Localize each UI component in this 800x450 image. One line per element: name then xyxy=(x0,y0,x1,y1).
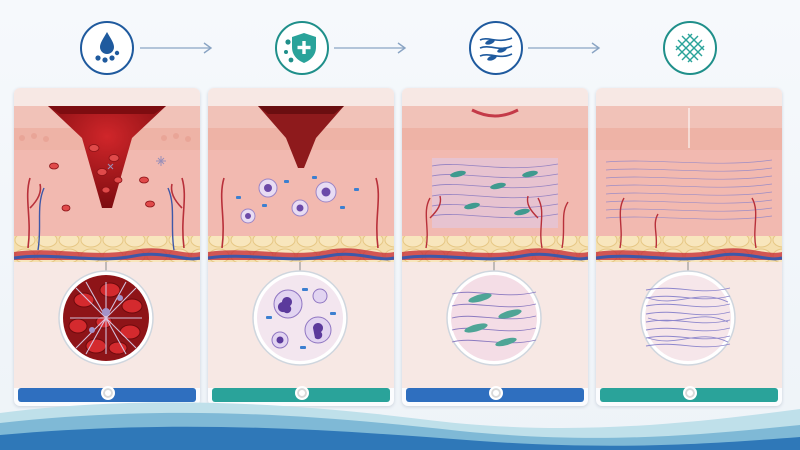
inflammation-skin-section xyxy=(208,88,394,388)
stage-marker-dot xyxy=(295,386,309,400)
proliferation-panel xyxy=(402,88,588,406)
remodeling-skin-section xyxy=(596,88,782,388)
collagen-mesh-icon xyxy=(662,20,718,76)
background-wave xyxy=(0,402,800,450)
inflammation-stage-bar xyxy=(212,386,390,402)
hemostasis-panel xyxy=(14,88,200,406)
proliferation-stage-bar xyxy=(406,386,584,402)
stage-marker-dot xyxy=(683,386,697,400)
remodeling-panel xyxy=(596,88,782,406)
remodeling-stage-bar xyxy=(600,386,778,402)
proliferation-skin-section xyxy=(402,88,588,388)
fibroblast-icon xyxy=(468,20,524,76)
hemostasis-stage-bar xyxy=(18,386,196,402)
inflammation-panel xyxy=(208,88,394,406)
shield-plus-icon xyxy=(274,20,330,76)
stage-icon-row xyxy=(0,0,800,90)
arrow-right-icon xyxy=(334,42,410,54)
blood-drop-icon xyxy=(79,20,135,76)
stage-marker-dot xyxy=(489,386,503,400)
stage-marker-dot xyxy=(101,386,115,400)
arrow-right-icon xyxy=(528,42,604,54)
hemostasis-skin-section xyxy=(14,88,200,388)
arrow-right-icon xyxy=(140,42,216,54)
